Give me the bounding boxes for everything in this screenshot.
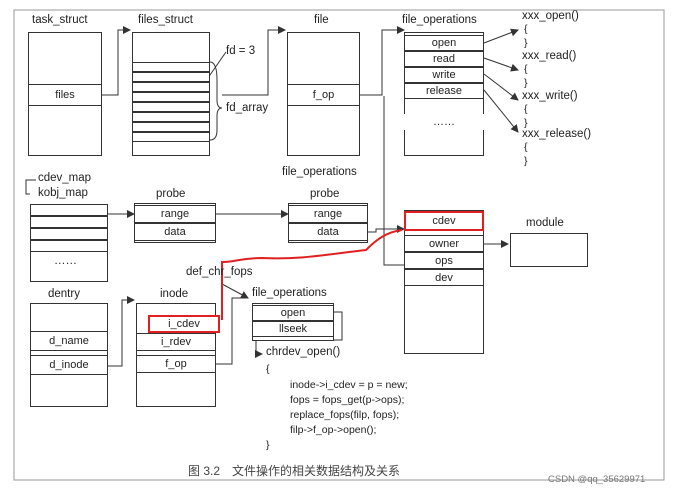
kobj-map-title: kobj_map xyxy=(38,187,88,199)
line-fop-to-fileops xyxy=(216,297,246,365)
fd-row xyxy=(132,92,210,102)
cdev-owner-field: owner xyxy=(404,235,484,252)
files-struct-title: files_struct xyxy=(138,14,193,26)
probe-left-data: data xyxy=(134,223,216,241)
dentry-title: dentry xyxy=(48,288,80,300)
file-fop-field: f_op xyxy=(287,84,360,106)
arrow-write xyxy=(483,73,519,101)
task-struct-files-field: files xyxy=(28,84,102,106)
def-chr-fops-label: def_chr_fops xyxy=(186,266,253,278)
fd-array-label: fd_array xyxy=(226,102,269,114)
fileops-top-ellipsis: …… xyxy=(404,114,484,130)
task-struct-title: task_struct xyxy=(32,14,88,26)
watermark: CSDN @qq_35629971 xyxy=(548,474,646,485)
fileops-top-title: file_operations xyxy=(402,14,477,26)
highlight-link-curve xyxy=(221,229,403,320)
fd-row xyxy=(132,82,210,92)
probe-right-range: range xyxy=(288,205,368,223)
chrdev-open-line-3: replace_fops(filp, fops); xyxy=(290,409,400,421)
arrow-fop-to-fileops xyxy=(360,26,405,96)
kobj-row xyxy=(30,228,108,240)
chrdev-open-line-2: fops = fops_get(p->ops); xyxy=(290,394,405,406)
callback-read-name: xxx_read() xyxy=(522,50,577,62)
chrdev-open-line-4: filp->f_op->open(); xyxy=(290,424,377,436)
fileops-top-read: read xyxy=(404,51,484,67)
fd-row xyxy=(132,62,210,72)
cdev-ops-field: ops xyxy=(404,252,484,269)
module-title: module xyxy=(526,217,564,229)
module-box xyxy=(510,233,588,267)
chrdev-open-line-1: inode->i_cdev = p = new; xyxy=(290,379,408,391)
kobj-row xyxy=(30,204,108,216)
inode-fop-field: f_op xyxy=(136,355,216,373)
arrow-data-to-cdev xyxy=(368,225,405,233)
probe-left-title: probe xyxy=(156,188,186,200)
cdev-field-highlighted: cdev xyxy=(404,211,484,231)
fd-label: fd = 3 xyxy=(226,45,256,57)
fileops-top-release: release xyxy=(404,83,484,99)
callback-read-body: { } xyxy=(524,63,528,89)
outer-border xyxy=(13,9,665,481)
arrow-release xyxy=(483,89,519,133)
fileops-bottom-title: file_operations xyxy=(252,287,327,299)
dentry-dinode-field: d_inode xyxy=(30,355,108,375)
arrow-read xyxy=(483,57,519,72)
chrdev-open-line-0: { xyxy=(266,363,270,375)
file-title: file xyxy=(314,14,329,26)
dentry-dname-field: d_name xyxy=(30,331,108,351)
callback-write-name: xxx_write() xyxy=(522,90,578,102)
fileops-bottom-llseek: llseek xyxy=(252,321,334,337)
fd-row xyxy=(132,112,210,122)
chrdev-open-line-5: } xyxy=(266,439,270,451)
arrow-files-to-files_struct xyxy=(102,26,131,96)
cdev-map-title: cdev_map xyxy=(38,172,92,184)
kobj-row xyxy=(30,240,108,252)
fileops-top-write: write xyxy=(404,67,484,83)
fileops-mid-title: file_operations xyxy=(282,166,357,178)
cdev-dev-field: dev xyxy=(404,269,484,286)
cdev-map-pointer xyxy=(25,179,36,195)
inode-title: inode xyxy=(160,288,189,300)
callback-release-name: xxx_release() xyxy=(522,128,592,140)
probe-left-range: range xyxy=(134,205,216,223)
line-fileops-to-cdev xyxy=(383,96,404,266)
kobj-row xyxy=(30,216,108,228)
fd-row xyxy=(132,122,210,132)
inode-irdev-field: i_rdev xyxy=(136,333,216,351)
callback-write-body: { } xyxy=(524,103,528,129)
fileops-bottom-open: open xyxy=(252,305,334,321)
probe-right-data: data xyxy=(288,223,368,241)
figure-caption: 图 3.2 文件操作的相关数据结构及关系 xyxy=(188,464,401,478)
chrdev-open-name: chrdev_open() xyxy=(266,346,341,358)
fileops-top-open: open xyxy=(404,35,484,51)
arrow-defchr-to-fileops xyxy=(221,283,249,299)
inode-icdev-field-highlighted: i_cdev xyxy=(148,315,220,333)
arrow-dinode-to-inode xyxy=(108,296,135,367)
fd-array-brace xyxy=(209,61,223,141)
arrow-fd-to-file xyxy=(222,26,286,96)
probe-right-title: probe xyxy=(310,188,340,200)
fd-row xyxy=(132,132,210,142)
fd-row xyxy=(132,72,210,82)
callback-open-name: xxx_open() xyxy=(522,10,579,22)
callback-open-body: { } xyxy=(524,23,528,49)
arrow-open xyxy=(483,28,519,44)
fd-row xyxy=(132,102,210,112)
callback-release-body: { } xyxy=(524,141,528,167)
kobj-map-ellipsis: …… xyxy=(54,255,77,267)
